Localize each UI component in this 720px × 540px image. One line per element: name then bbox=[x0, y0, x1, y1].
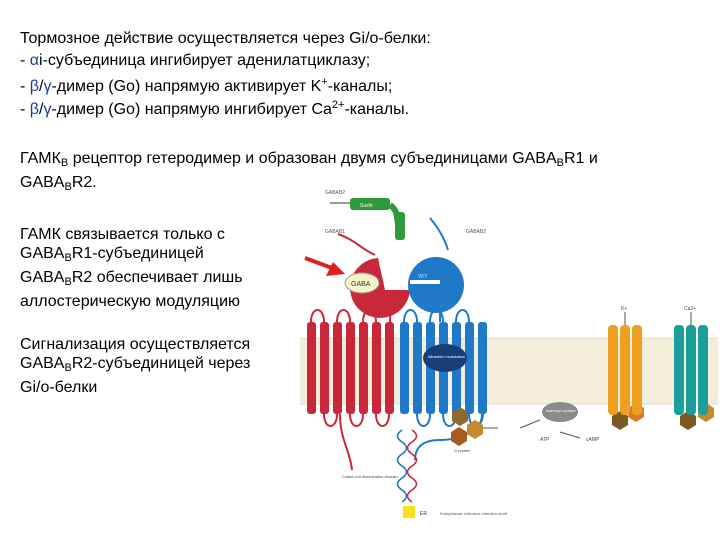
text: R1-субъединицей bbox=[71, 245, 204, 262]
text: R1 и bbox=[564, 150, 598, 167]
label-er-motif: Endoplasmic reticulum retention motif bbox=[440, 511, 508, 516]
membrane-band bbox=[300, 338, 718, 404]
text: R2. bbox=[71, 174, 97, 191]
text-line: Сигнализация осуществляется bbox=[20, 336, 251, 353]
intro-line-1: - αi-субъединица ингибирует аденилатцикл… bbox=[20, 51, 370, 70]
ca-superscript: 2+ bbox=[331, 99, 345, 111]
signaling-paragraph: Сигнализация осуществляется GABABR2-субъ… bbox=[20, 335, 290, 397]
subscript: B bbox=[64, 362, 72, 374]
label-er: ER bbox=[420, 511, 427, 517]
gabab2-extracellular-domain: VFT bbox=[408, 217, 464, 313]
line2-text1: -димер (Go) напрямую активирует K bbox=[51, 78, 322, 95]
gaba-label: GABA bbox=[351, 281, 371, 288]
label-g-protein: G protein bbox=[454, 448, 470, 453]
line1-text: i-субъединица ингибирует аденилатциклазу… bbox=[39, 52, 371, 69]
line3-text1: -димер (Go) напрямую ингибирует Ca bbox=[51, 101, 332, 118]
bullet: - bbox=[20, 101, 30, 118]
beta-symbol: β bbox=[29, 78, 39, 95]
gamma-symbol: γ bbox=[43, 101, 52, 118]
sushi-domain: Sushi bbox=[330, 198, 405, 240]
label-gabab2: GABAB2 bbox=[466, 229, 486, 235]
alpha-symbol: α bbox=[29, 52, 40, 69]
bullet: - bbox=[20, 78, 30, 95]
text-line: ГАМК связывается только с bbox=[20, 226, 225, 243]
gabab1-transmembrane-helices bbox=[307, 322, 394, 414]
receptor-paragraph: ГАМКB рецептор гетеродимер и образован д… bbox=[20, 149, 710, 197]
slash: / bbox=[38, 78, 44, 95]
k-superscript: + bbox=[321, 76, 328, 88]
text: GABA bbox=[20, 245, 65, 262]
binding-paragraph: ГАМК связывается только с GABABR1-субъед… bbox=[20, 225, 290, 311]
text-line: аллостерическую модуляцию bbox=[20, 293, 241, 310]
text: R2-субъединицей через bbox=[71, 355, 251, 372]
adenylyl-cyclase bbox=[542, 402, 578, 422]
text-line: GABABR2-субъединицей через bbox=[20, 354, 290, 378]
gabab1-loops bbox=[310, 293, 396, 427]
intro-line-0: Тормозное действие осуществляется через … bbox=[20, 30, 431, 47]
text-line: Gi/o-белки bbox=[20, 379, 98, 396]
slash: / bbox=[38, 101, 44, 118]
gaba-ligand bbox=[344, 272, 380, 294]
gabab1-c-terminal-tail bbox=[339, 413, 353, 471]
subscript: B bbox=[64, 181, 72, 193]
coiled-coil-domain bbox=[396, 429, 418, 503]
text: GABA bbox=[20, 269, 65, 286]
potassium-channel bbox=[608, 312, 642, 415]
text: GABA bbox=[20, 174, 65, 191]
label-allosteric: Allosteric modulation bbox=[428, 354, 465, 359]
text: GABA bbox=[20, 355, 65, 372]
intro-line-3: - β/γ-димер (Go) напрямую ингибирует Ca2… bbox=[20, 96, 409, 119]
line3-text2: -каналы. bbox=[344, 101, 410, 118]
label-adenylyl: Adenylyl cyclase bbox=[546, 408, 576, 413]
text-line: GABABR1-субъединицей bbox=[20, 244, 290, 268]
line2-text2: -каналы; bbox=[327, 78, 393, 95]
label-gabab2-top: GABAB2 bbox=[325, 190, 345, 196]
bullet: - bbox=[20, 52, 30, 69]
svg-text:Sushi: Sushi bbox=[360, 203, 373, 209]
vft-label: VFT bbox=[418, 274, 427, 280]
text: рецептор гетеродимер и образован двумя с… bbox=[68, 150, 557, 167]
label-coiled-coil: Coiled-coil dimerization domain bbox=[342, 474, 398, 479]
label-gabab1: GABAB1 bbox=[325, 229, 345, 235]
signal-arrows bbox=[483, 419, 581, 439]
label-ca: Ca2+ bbox=[684, 306, 696, 312]
label-camp: cAMP bbox=[586, 437, 600, 443]
subscript: B bbox=[64, 276, 72, 288]
subscript: B bbox=[556, 157, 564, 169]
label-k: K+ bbox=[621, 306, 627, 312]
subscript: B bbox=[60, 157, 69, 169]
text-line: GABABR2 обеспечивает лишь bbox=[20, 268, 290, 292]
subscript: B bbox=[64, 252, 72, 264]
allosteric-site bbox=[423, 344, 467, 372]
gamma-symbol: γ bbox=[43, 78, 52, 95]
beta-symbol: β bbox=[29, 101, 39, 118]
pointer-arrow-icon bbox=[304, 256, 345, 276]
label-atp: ATP bbox=[540, 437, 550, 443]
er-retention-motif bbox=[403, 506, 415, 518]
text: R2 обеспечивает лишь bbox=[71, 269, 243, 286]
gaba-b-word: ГАМК bbox=[20, 150, 61, 167]
calcium-channel bbox=[674, 312, 708, 415]
intro-line-2: - β/γ-димер (Go) напрямую активирует K+-… bbox=[20, 73, 392, 96]
